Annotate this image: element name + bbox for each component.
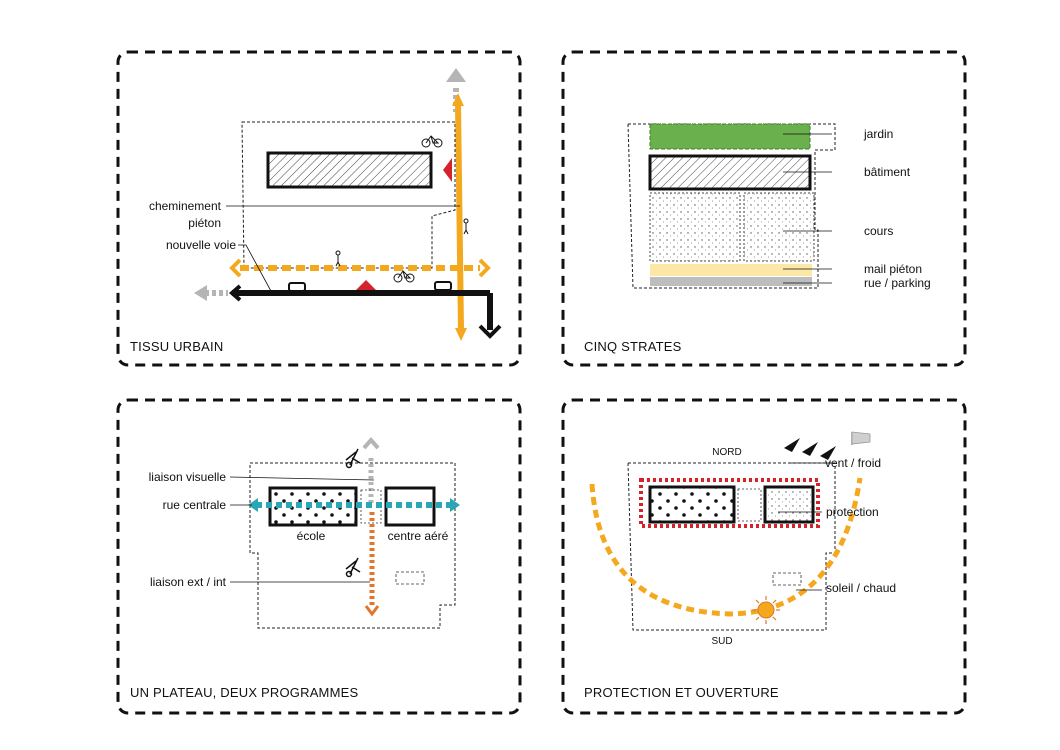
site-outline — [249, 462, 456, 629]
black-road-arrowhead — [478, 324, 502, 339]
label-sud: SUD — [711, 636, 732, 647]
label-soleil-chaud: soleil / chaud — [826, 581, 896, 595]
orange-chevron-left — [229, 258, 242, 278]
building-block — [266, 151, 433, 189]
strate-mail-pieton — [650, 264, 812, 276]
label-batiment: bâtiment — [864, 165, 911, 179]
red-marker-side — [443, 158, 452, 182]
site-outline — [627, 462, 836, 631]
panel-frame — [561, 398, 967, 715]
wind-icon — [784, 438, 836, 460]
strate-batiment — [648, 154, 812, 191]
visual-link-chevron — [362, 436, 380, 450]
car-icon — [434, 281, 452, 293]
panel-tissu-urbain: cheminement piéton nouvelle voie TISSU U… — [116, 50, 522, 367]
leader-nouvelle-voie — [238, 244, 273, 294]
pedestrian-icon — [335, 250, 341, 267]
building-centre — [763, 485, 815, 524]
protection-border — [639, 478, 820, 528]
label-liaison-visuelle: liaison visuelle — [149, 470, 227, 484]
label-nord: NORD — [712, 447, 741, 458]
panel-cinq-strates: jardin bâtiment cours mail piéton rue / … — [561, 50, 967, 367]
leader-liaison-visuelle — [229, 476, 375, 481]
panel-title-protection: PROTECTION ET OUVERTURE — [584, 685, 779, 700]
sun-path-arc — [589, 477, 863, 617]
pedestrian-icon — [463, 218, 469, 235]
panel-frame — [116, 50, 522, 367]
orange-vertical-path — [455, 104, 464, 331]
panel-title-strates: CINQ STRATES — [584, 339, 682, 354]
label-cheminement: cheminement — [149, 199, 222, 213]
label-pieton: piéton — [188, 216, 221, 230]
panel-protection: NORD vent / froid protection soleil / ch… — [561, 398, 967, 715]
tree-icon — [345, 557, 361, 578]
strate-cours-left — [649, 192, 741, 262]
orange-arrowhead-up — [452, 93, 464, 106]
car-icon — [288, 282, 306, 294]
label-rue-parking: rue / parking — [864, 276, 931, 290]
label-vent-froid: vent / froid — [825, 456, 881, 470]
windsock-icon — [851, 431, 871, 445]
bicycle-icon — [393, 270, 415, 283]
small-annex — [395, 571, 425, 585]
building-ecole — [268, 486, 358, 527]
strate-cours-right — [743, 192, 815, 262]
central-gap — [737, 488, 762, 522]
label-centre-aere: centre aéré — [388, 529, 449, 543]
label-nouvelle-voie: nouvelle voie — [166, 238, 236, 252]
label-protection: protection — [826, 505, 879, 519]
site-outline — [627, 123, 836, 289]
label-liaison-ext: liaison ext / int — [150, 575, 227, 589]
teal-arrowhead-left — [248, 498, 258, 512]
tree-icon — [345, 448, 361, 469]
label-mail-pieton: mail piéton — [864, 262, 922, 276]
strate-jardin — [649, 123, 811, 150]
sun-icon — [752, 596, 780, 624]
site-outline — [241, 121, 456, 269]
panel-un-plateau: liaison visuelle rue centrale école cent… — [116, 398, 522, 715]
panel-title-tissu: TISSU URBAIN — [130, 339, 223, 354]
grey-arrowhead-up — [446, 68, 466, 82]
black-road-chevron — [228, 284, 242, 302]
label-jardin: jardin — [863, 127, 893, 141]
label-ecole: école — [297, 529, 326, 543]
orange-chevron-right — [478, 258, 491, 278]
orange-chevron-down — [364, 605, 380, 617]
panel-title-plateau: UN PLATEAU, DEUX PROGRAMMES — [130, 685, 358, 700]
panel-frame — [116, 398, 522, 715]
bicycle-icon — [421, 135, 443, 148]
orange-arrowhead-down — [455, 328, 467, 341]
small-annex — [772, 572, 802, 586]
building-ecole — [648, 485, 736, 524]
panel-frame — [561, 50, 967, 367]
strate-rue-parking — [650, 277, 812, 286]
grey-arrowhead-left — [194, 285, 207, 301]
label-rue-centrale: rue centrale — [163, 498, 227, 512]
red-marker-road — [356, 280, 376, 290]
label-cours: cours — [864, 224, 893, 238]
teal-arrowhead-right — [450, 498, 460, 512]
